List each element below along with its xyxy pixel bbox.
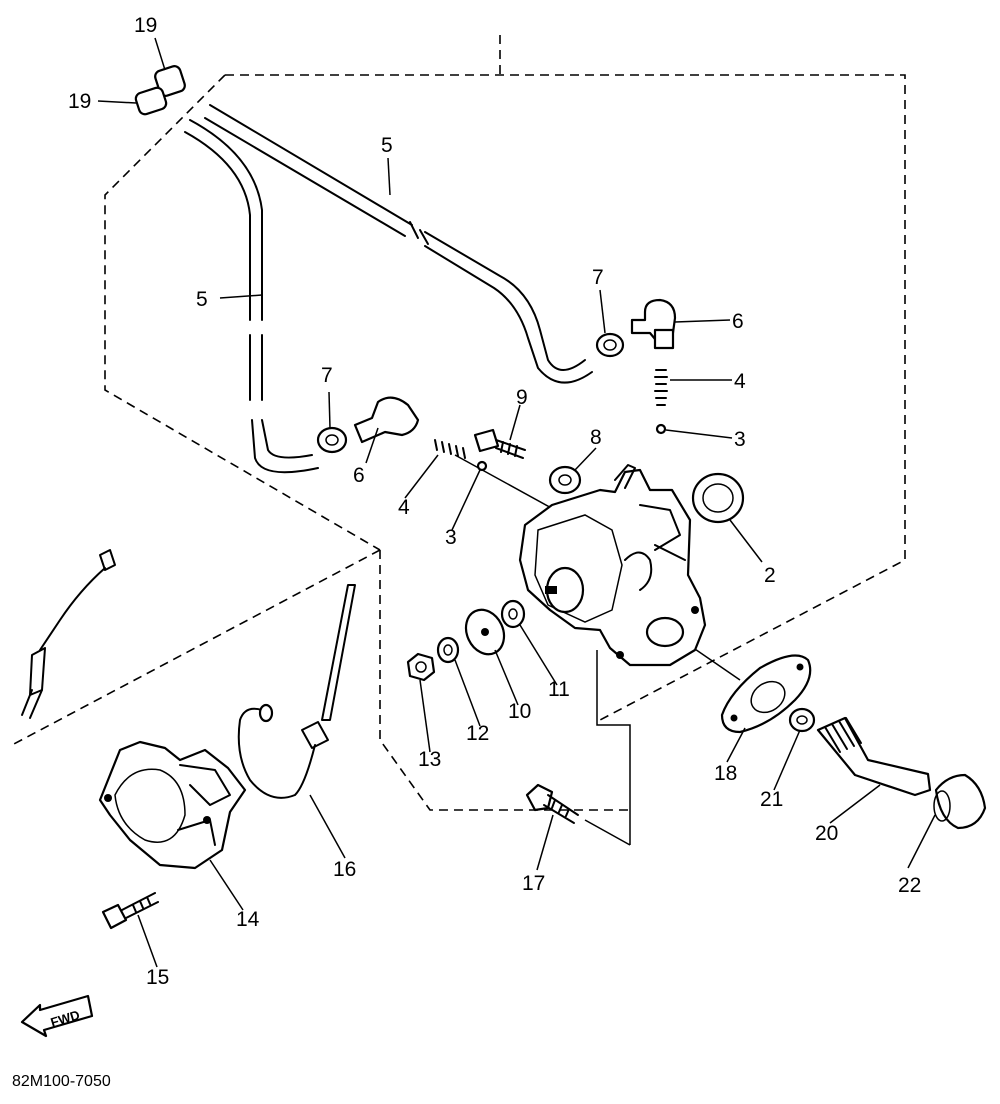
label-7-left: 7: [321, 364, 333, 387]
collar-part-7-left: [316, 426, 348, 454]
plate-washer-part-10: [464, 608, 506, 656]
nut-part-13: [406, 652, 436, 682]
gasket-part-18: [720, 654, 812, 734]
label-leaders: [97, 37, 936, 968]
label-6-left: 6: [353, 464, 365, 487]
collar-part-7-right: [595, 332, 625, 358]
label-9: 9: [516, 386, 528, 409]
ball-part-3-left: [476, 460, 488, 472]
bolt-part-9: [473, 428, 526, 459]
pump-cover-part-14: [98, 740, 247, 870]
label-16: 16: [333, 858, 356, 881]
label-14: 14: [236, 908, 260, 931]
label-5-upper: 5: [381, 134, 393, 157]
label-13: 13: [418, 748, 441, 771]
hose-part-5-long: [204, 104, 593, 384]
label-5-left: 5: [196, 288, 208, 311]
label-21: 21: [760, 788, 783, 811]
spring-part-4-right: [654, 369, 668, 406]
dashed-outline-upper: [104, 35, 906, 811]
bolt-part-17: [525, 783, 579, 824]
washer-part-21: [788, 707, 816, 733]
forward-arrow-icon: FWD: [20, 994, 94, 1038]
label-19-lower: 19: [68, 90, 91, 113]
pump-body: [518, 464, 707, 667]
washer-part-11: [500, 599, 526, 629]
washer-part-12: [436, 636, 460, 664]
elbow-part-6-right: [630, 298, 677, 350]
ball-part-3-right: [655, 423, 667, 435]
clamp-part-19-upper: [154, 65, 186, 97]
oil-seal-part-2: [691, 472, 745, 524]
label-22: 22: [898, 874, 921, 897]
cap-part-22: [933, 773, 987, 830]
label-10: 10: [508, 700, 531, 723]
drive-shaft-part-20: [816, 716, 932, 797]
diagram-code: 82M100-7050: [12, 1073, 111, 1090]
dashed-outline-left: [11, 549, 381, 746]
label-19-upper: 19: [134, 14, 157, 37]
bolt-part-15: [101, 892, 159, 930]
label-11: 11: [548, 678, 570, 701]
label-17: 17: [522, 872, 545, 895]
elbow-part-6-left: [353, 396, 420, 444]
oil-delivery-cable-part-16: [237, 584, 356, 799]
cable-left: [21, 549, 116, 719]
clamp-part-19-lower: [134, 86, 168, 116]
label-15: 15: [146, 966, 169, 989]
label-4-left: 4: [398, 496, 410, 519]
washer-part-8: [548, 465, 582, 495]
hose-part-5-bent: [184, 119, 319, 474]
label-7-right: 7: [592, 266, 604, 289]
label-18: 18: [714, 762, 737, 785]
label-4-right: 4: [734, 370, 746, 393]
label-3-right: 3: [734, 428, 746, 451]
label-12: 12: [466, 722, 489, 745]
spring-part-4-left: [434, 439, 466, 459]
label-20: 20: [815, 822, 838, 845]
label-6-right: 6: [732, 310, 744, 333]
label-8: 8: [590, 426, 602, 449]
label-2: 2: [764, 564, 776, 587]
label-3-left: 3: [445, 526, 457, 549]
